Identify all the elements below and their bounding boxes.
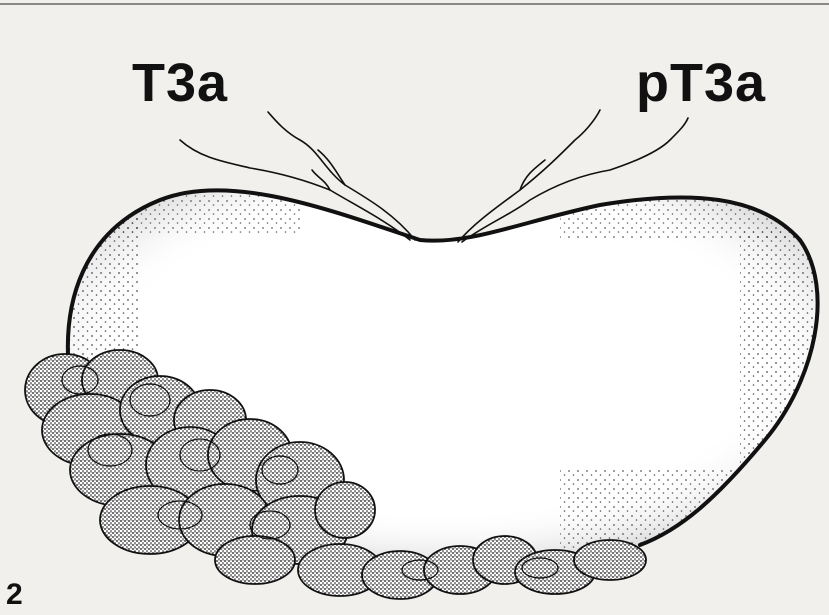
label-pt3a: pT3a	[636, 52, 766, 114]
label-t3a: T3a	[132, 52, 228, 114]
figure-number: 2	[6, 578, 23, 612]
